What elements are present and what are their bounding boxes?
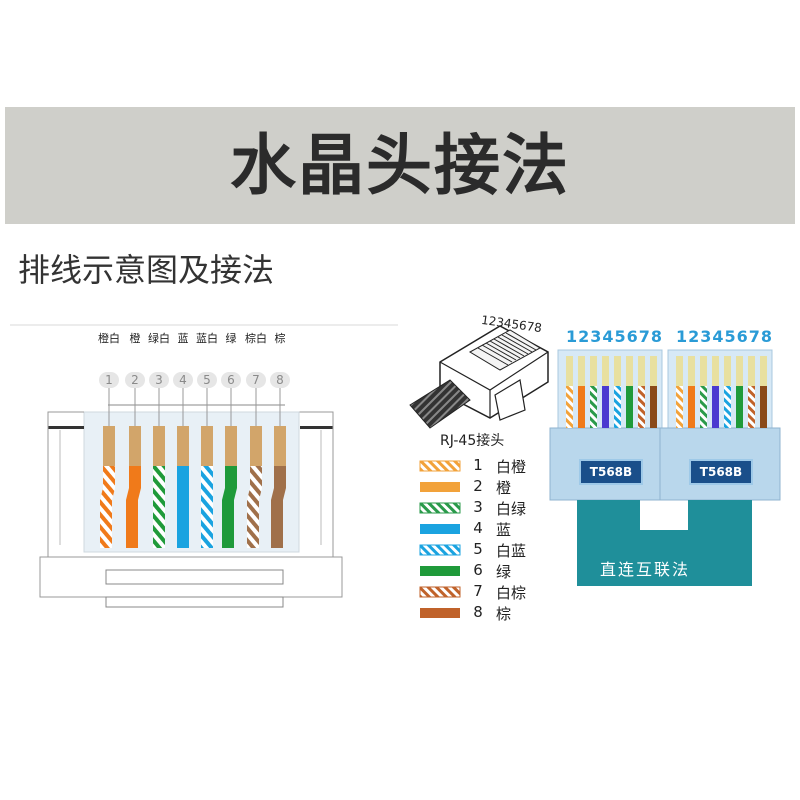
legend-swatch-6 bbox=[420, 566, 460, 576]
contact-3 bbox=[153, 426, 165, 466]
legend-swatch-3 bbox=[419, 502, 461, 514]
legend-num: 3 bbox=[473, 498, 483, 516]
legend-text: 白棕 bbox=[496, 584, 527, 602]
wire-label-2: 橙 bbox=[129, 332, 141, 345]
page-title: 水晶头接法 bbox=[230, 127, 570, 204]
left-wires bbox=[100, 388, 286, 548]
wire-3 bbox=[153, 466, 165, 548]
legend-swatches bbox=[419, 460, 461, 618]
legend-swatch-8 bbox=[420, 608, 460, 618]
wire-5 bbox=[201, 466, 213, 548]
contact-1 bbox=[103, 426, 115, 466]
rj45-plug-icon bbox=[409, 325, 549, 429]
legend-swatch-5 bbox=[419, 544, 461, 556]
section-subtitle: 排线示意图及接法 bbox=[18, 251, 275, 289]
legend-swatch-2 bbox=[420, 482, 460, 492]
wire-2 bbox=[126, 466, 141, 548]
contact-7 bbox=[250, 426, 262, 466]
pin-number-3: 3 bbox=[149, 372, 169, 388]
legend-swatch-4 bbox=[420, 524, 460, 534]
t568b-badge-1: T568B bbox=[579, 459, 643, 485]
wire-1 bbox=[100, 466, 115, 548]
wire-label-8: 棕 bbox=[274, 332, 286, 345]
wire-label-4: 蓝 bbox=[177, 332, 189, 345]
legend-swatch-7 bbox=[419, 586, 461, 598]
wire-label-7: 棕白 bbox=[245, 332, 267, 345]
legend-num: 5 bbox=[473, 540, 483, 558]
legend-num: 8 bbox=[473, 603, 483, 621]
pin-number-8: 8 bbox=[270, 372, 290, 388]
right-pin-numbers-2: 12345678 bbox=[676, 327, 774, 346]
contact-8 bbox=[274, 426, 286, 466]
legend-text: 橙 bbox=[496, 479, 512, 497]
wire-label-3: 绿白 bbox=[148, 332, 170, 345]
wire-7 bbox=[247, 466, 262, 548]
title-banner: 水晶头接法 bbox=[5, 107, 795, 224]
legend-swatch-1 bbox=[419, 460, 461, 472]
wire-label-5: 蓝白 bbox=[196, 332, 218, 345]
wire-8 bbox=[271, 466, 286, 548]
pin-number-1: 1 bbox=[99, 372, 119, 388]
legend-text: 白绿 bbox=[496, 500, 527, 518]
legend-num: 4 bbox=[473, 519, 483, 537]
contact-2 bbox=[129, 426, 141, 466]
legend-text: 蓝 bbox=[496, 521, 512, 539]
wire-4 bbox=[177, 466, 189, 548]
pin-number-2: 2 bbox=[125, 372, 145, 388]
legend-text: 白橙 bbox=[496, 458, 527, 476]
wire-label-1: 橙白 bbox=[98, 332, 120, 345]
legend-num: 7 bbox=[473, 582, 483, 600]
wire-label-6: 绿 bbox=[225, 332, 237, 345]
right-pin-numbers-1: 12345678 bbox=[566, 327, 664, 346]
right-connector-2-wires bbox=[676, 356, 767, 428]
right-connector-1-wires bbox=[566, 356, 657, 428]
pin-number-4: 4 bbox=[173, 372, 193, 388]
straight-through-label: 直连互联法 bbox=[600, 560, 691, 579]
wire-6 bbox=[222, 466, 237, 548]
legend-text: 白蓝 bbox=[496, 542, 527, 560]
contact-5 bbox=[201, 426, 213, 466]
legend-text: 绿 bbox=[496, 563, 512, 581]
rj45-label: RJ-45接头 bbox=[440, 433, 505, 449]
pin-number-7: 7 bbox=[246, 372, 266, 388]
legend-num: 2 bbox=[473, 477, 483, 495]
legend-num: 6 bbox=[473, 561, 483, 579]
pin-number-5: 5 bbox=[197, 372, 217, 388]
legend-num: 1 bbox=[473, 456, 483, 474]
contact-4 bbox=[177, 426, 189, 466]
pin-number-6: 6 bbox=[221, 372, 241, 388]
legend-text: 棕 bbox=[496, 605, 512, 623]
contact-6 bbox=[225, 426, 237, 466]
t568b-badge-2: T568B bbox=[689, 459, 753, 485]
